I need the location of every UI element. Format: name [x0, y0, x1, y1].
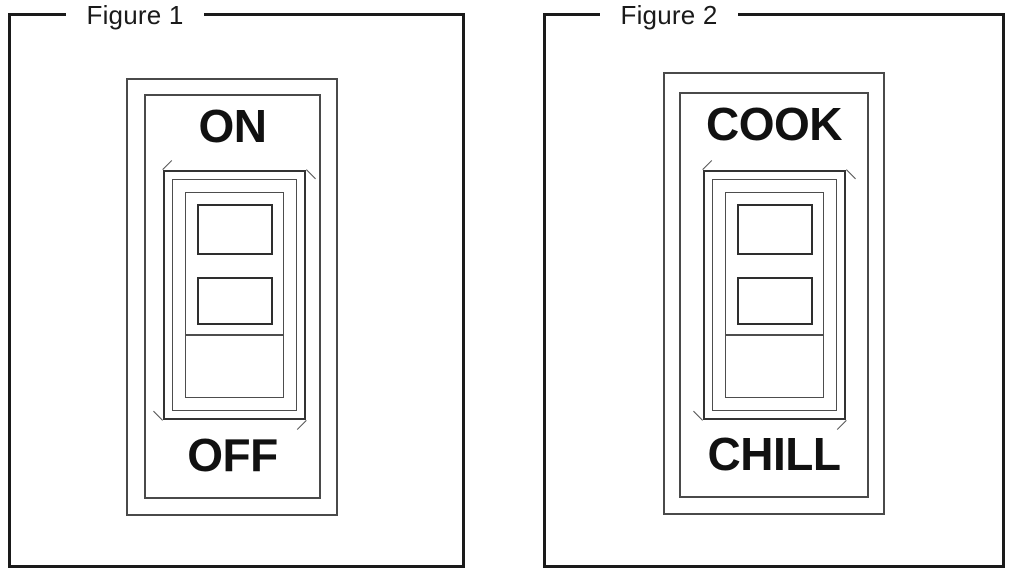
figure-1-top-label: ON: [198, 100, 268, 152]
figure-2-bottom-label: CHILL: [707, 428, 841, 480]
figure-1-frame: [8, 13, 465, 568]
figure-2-caption: Figure 2: [620, 0, 718, 30]
figure-1-caption: Figure 1: [86, 0, 184, 30]
figure-2-top-label: COOK: [706, 98, 843, 150]
figure-2-rocker-switch[interactable]: [693, 160, 856, 430]
figure-2-frame: [543, 13, 1005, 568]
figure-1-legend-gap: [66, 10, 204, 19]
rocker-paddle-divider: [185, 334, 284, 336]
rocker-upper-paddle[interactable]: [197, 204, 273, 255]
figure-1-rocker-switch[interactable]: [153, 160, 316, 430]
rocker-paddle-divider: [725, 334, 824, 336]
rocker-lower-paddle[interactable]: [197, 277, 273, 325]
figure-2-legend-gap: [600, 10, 738, 19]
figure-1-bottom-label: OFF: [187, 429, 278, 481]
rocker-lower-paddle[interactable]: [737, 277, 813, 325]
rocker-upper-paddle[interactable]: [737, 204, 813, 255]
